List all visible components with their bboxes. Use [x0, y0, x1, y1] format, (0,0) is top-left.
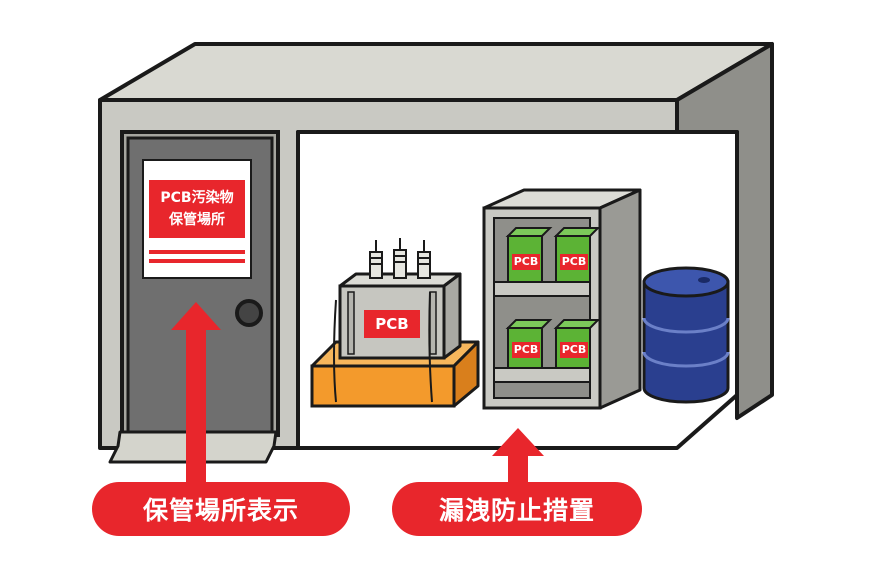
sign-stripe	[149, 250, 245, 254]
arrow-to-shelf	[492, 428, 544, 484]
arrow-to-sign	[171, 302, 221, 484]
drum-rib	[642, 317, 730, 334]
sign-line-2: 保管場所	[169, 212, 225, 228]
pcb-box	[553, 227, 601, 283]
transformer-side	[442, 272, 462, 360]
transformer-strap	[428, 291, 433, 403]
door-knob	[235, 299, 263, 327]
pcb-box-label: PCB	[561, 343, 587, 356]
transformer-label: PCB	[375, 315, 409, 333]
shelf-board	[493, 281, 591, 297]
pcb-box	[553, 319, 601, 369]
pcb-box-label: PCB	[513, 343, 539, 356]
leak-prevention-label: 漏洩防止措置	[392, 482, 642, 536]
pcb-box	[505, 319, 553, 369]
roof-top	[98, 42, 774, 102]
drum-rib	[642, 351, 730, 368]
storage-sign-label: 保管場所表示	[92, 482, 350, 536]
shelf-side	[598, 188, 642, 410]
shelf-board	[493, 367, 591, 383]
transformer-fin	[429, 291, 437, 355]
drum-top	[642, 266, 730, 298]
transformer-bushings	[369, 238, 431, 279]
transformer-label-bg	[364, 310, 420, 338]
transformer-fin	[347, 291, 355, 355]
drum-cap	[698, 277, 710, 283]
drum-body	[642, 280, 730, 404]
sign-stripe	[149, 259, 245, 263]
sign-line-1: PCB汚染物	[160, 190, 234, 206]
pcb-box-label: PCB	[561, 255, 587, 268]
pcb-box-label: PCB	[513, 255, 539, 268]
transformer-strap	[333, 299, 337, 403]
sign-red-panel	[149, 180, 245, 238]
pcb-box	[505, 227, 553, 283]
